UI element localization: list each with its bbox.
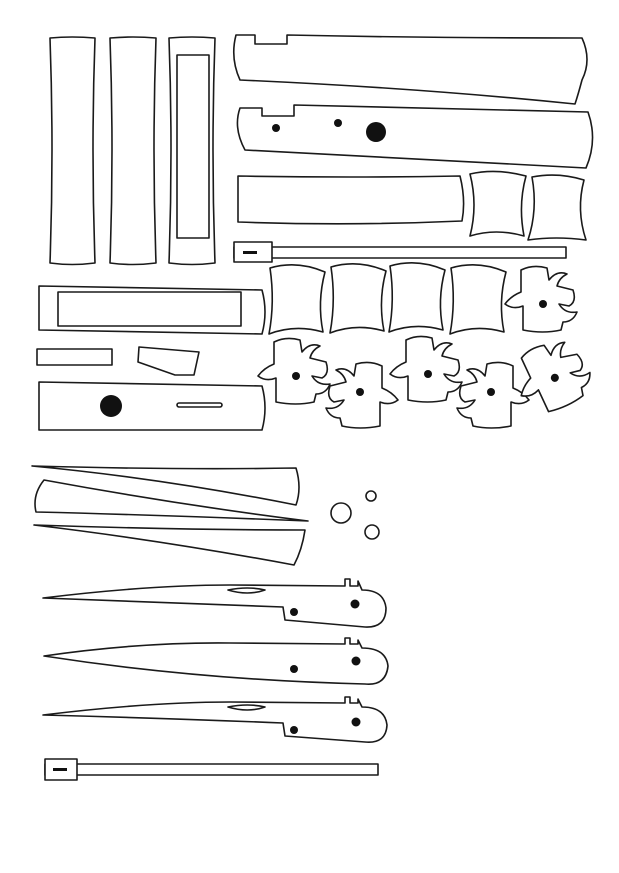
gear-piece	[257, 337, 331, 405]
pin-hole	[272, 124, 280, 132]
bolster-piece	[329, 262, 387, 334]
pin-hole	[290, 726, 298, 734]
washer	[330, 502, 352, 524]
bolster-piece	[527, 174, 587, 241]
blade-blank-thin	[31, 465, 300, 506]
handle-frame-window	[176, 54, 210, 239]
pivot-hole	[100, 395, 122, 417]
gear-piece	[456, 361, 530, 429]
bolster-piece	[469, 170, 527, 237]
pin-bar-slot	[243, 251, 257, 254]
handle-scale-top	[232, 34, 588, 105]
pivot-hole	[350, 599, 360, 609]
blade-blank-lower	[33, 524, 306, 566]
washer	[365, 490, 377, 502]
blade-thumb-notch	[227, 704, 266, 711]
small-spacer	[36, 348, 113, 366]
slot	[176, 402, 223, 408]
knife-blade-1	[42, 578, 387, 628]
knife-blade-3	[42, 696, 388, 743]
gear-piece	[504, 330, 600, 422]
knife-blade-2	[43, 637, 389, 685]
gear-piece	[504, 265, 578, 333]
liner-bar	[237, 175, 465, 225]
pivot-hole	[351, 656, 361, 666]
spacer-window	[57, 291, 242, 327]
pin-bar-slot	[53, 768, 67, 771]
handle-strip-2	[109, 36, 157, 266]
bolster-piece	[388, 261, 446, 333]
pin-hole	[290, 665, 298, 673]
bolster-piece	[268, 263, 326, 335]
bolster-piece	[449, 263, 507, 335]
handle-strip-1	[49, 36, 96, 266]
blade-thumb-notch	[227, 587, 266, 594]
pivot-hole	[351, 717, 361, 727]
pivot-hole	[366, 122, 386, 142]
pin-hole	[334, 119, 342, 127]
handle-scale-drilled	[236, 104, 594, 169]
pin-bar	[233, 246, 567, 259]
washer	[364, 524, 380, 540]
back-spacer	[38, 381, 266, 431]
gear-piece	[325, 361, 399, 429]
blade-blank-wide	[34, 479, 309, 522]
pin-hole	[290, 608, 298, 616]
wedge-piece	[137, 346, 200, 376]
gear-piece	[389, 335, 463, 403]
pin-bar	[44, 763, 379, 776]
